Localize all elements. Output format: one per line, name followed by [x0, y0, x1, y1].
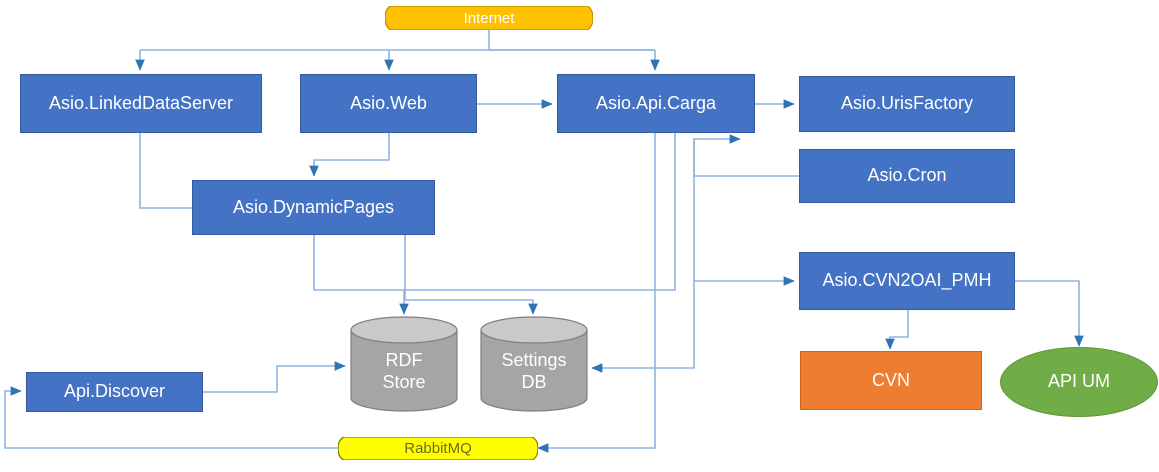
node-cron[interactable]: Asio.Cron	[799, 149, 1015, 203]
node-settingsdb[interactable]: Settings DB	[480, 316, 588, 412]
node-rdfstore[interactable]: RDF Store	[350, 316, 458, 412]
edge-apicarga-to-rabbitmq	[537, 133, 656, 453]
node-apicarga[interactable]: Asio.Api.Carga	[557, 74, 755, 133]
edge-apicarga-to-rdfstore	[404, 133, 676, 291]
node-settingsdb-label-line1: Settings	[501, 349, 567, 370]
edge-dynamicpages-to-rdfstore	[313, 235, 409, 315]
node-cvn-label: CVN	[871, 369, 910, 390]
node-settingsdb-label-line2: DB	[521, 372, 547, 392]
edge-web-to-dynamicpages	[309, 133, 390, 177]
node-internet-label: Internet	[463, 9, 515, 27]
node-cvn[interactable]: CVN	[800, 351, 982, 410]
edge-dynamicpages-to-settingsdb	[404, 235, 538, 315]
node-web[interactable]: Asio.Web	[300, 74, 477, 133]
edge-linkeddataserver-to-dynamicpages	[139, 133, 192, 209]
node-rabbitmq[interactable]: RabbitMQ	[338, 437, 538, 460]
node-rabbitmq-label: RabbitMQ	[404, 440, 472, 457]
node-apicarga-label: Asio.Api.Carga	[595, 92, 717, 113]
node-cvn2oaipmh-label: Asio.CVN2OAI_PMH	[822, 270, 992, 291]
edge-cvn2oaipmh-to-cvn	[885, 310, 909, 350]
node-rdfstore-label-line1: RDF	[385, 349, 423, 370]
node-dynamicpages-label: Asio.DynamicPages	[232, 196, 395, 217]
node-urisfactory[interactable]: Asio.UrisFactory	[799, 76, 1015, 132]
node-apium-label: API UM	[1047, 371, 1110, 392]
node-apium[interactable]: API UM	[1000, 347, 1158, 417]
node-apidiscover[interactable]: Api.Discover	[26, 372, 203, 412]
edge-cvn2oaipmh-to-apium	[1015, 280, 1084, 347]
node-cvn2oaipmh[interactable]: Asio.CVN2OAI_PMH	[799, 252, 1015, 310]
edge-rabbitmq-to-apidiscover	[4, 386, 340, 449]
edge-apicarga-to-settingsdb	[591, 281, 695, 373]
edge-apicarga-to-cvn2oaipmh	[693, 139, 795, 286]
node-urisfactory-label: Asio.UrisFactory	[840, 93, 974, 114]
node-web-label: Asio.Web	[350, 92, 427, 113]
node-internet[interactable]: Internet	[385, 6, 593, 30]
node-dynamicpages[interactable]: Asio.DynamicPages	[192, 180, 435, 235]
edge-apidiscover-to-rdfstore	[203, 361, 346, 393]
node-apidiscover-label: Api.Discover	[63, 381, 166, 402]
edge-cron-to-apicarga	[693, 134, 799, 177]
node-linkeddataserver-label: Asio.LinkedDataServer	[48, 92, 234, 113]
node-cron-label: Asio.Cron	[867, 165, 947, 186]
node-rdfstore-label-line2: Store	[382, 372, 426, 392]
node-linkeddataserver[interactable]: Asio.LinkedDataServer	[20, 74, 262, 133]
